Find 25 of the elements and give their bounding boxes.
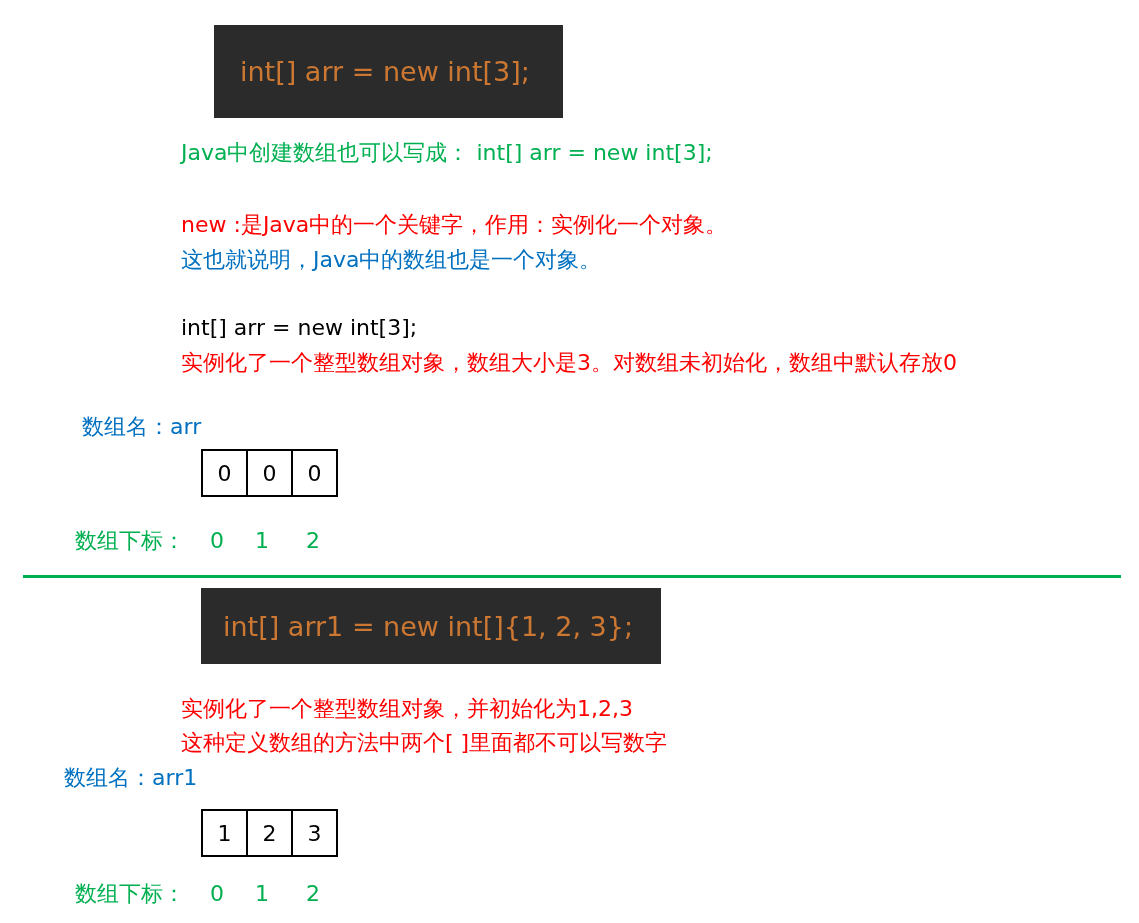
index-number: 2 xyxy=(306,527,320,555)
index-number: 2 xyxy=(306,880,320,908)
note-text: 这也就说明，Java中的数组也是一个对象。 xyxy=(181,246,602,274)
code-snippet: int[] arr1 = new int[]{1, 2, 3}; xyxy=(201,588,661,664)
index-number: 0 xyxy=(210,527,224,555)
index-label: 数组下标： xyxy=(75,527,185,555)
note-text: Java中创建数组也可以写成： int[] arr = new int[3]; xyxy=(181,139,713,167)
index-label: 数组下标： xyxy=(75,880,185,908)
note-text: 这种定义数组的方法中两个[ ]里面都不可以写数字 xyxy=(181,729,668,757)
index-number: 1 xyxy=(255,527,269,555)
note-text: 实例化了一个整型数组对象，并初始化为1,2,3 xyxy=(181,695,633,723)
index-number: 1 xyxy=(255,880,269,908)
array-cell: 1 xyxy=(201,809,248,857)
code-snippet: int[] arr = new int[3]; xyxy=(214,25,563,118)
array-cell: 0 xyxy=(201,449,248,497)
array-cell: 0 xyxy=(246,449,293,497)
array-cell: 3 xyxy=(291,809,338,857)
note-text: 实例化了一个整型数组对象，数组大小是3。对数组未初始化，数组中默认存放0 xyxy=(181,349,957,377)
array-name-label: 数组名：arr1 xyxy=(64,764,198,792)
index-number: 0 xyxy=(210,880,224,908)
array-cell: 0 xyxy=(291,449,338,497)
array-name-label: 数组名：arr xyxy=(82,413,202,441)
note-text: new :是Java中的一个关键字，作用：实例化一个对象。 xyxy=(181,211,728,239)
code-text: int[] arr = new int[3]; xyxy=(181,314,418,342)
array-cell: 2 xyxy=(246,809,293,857)
